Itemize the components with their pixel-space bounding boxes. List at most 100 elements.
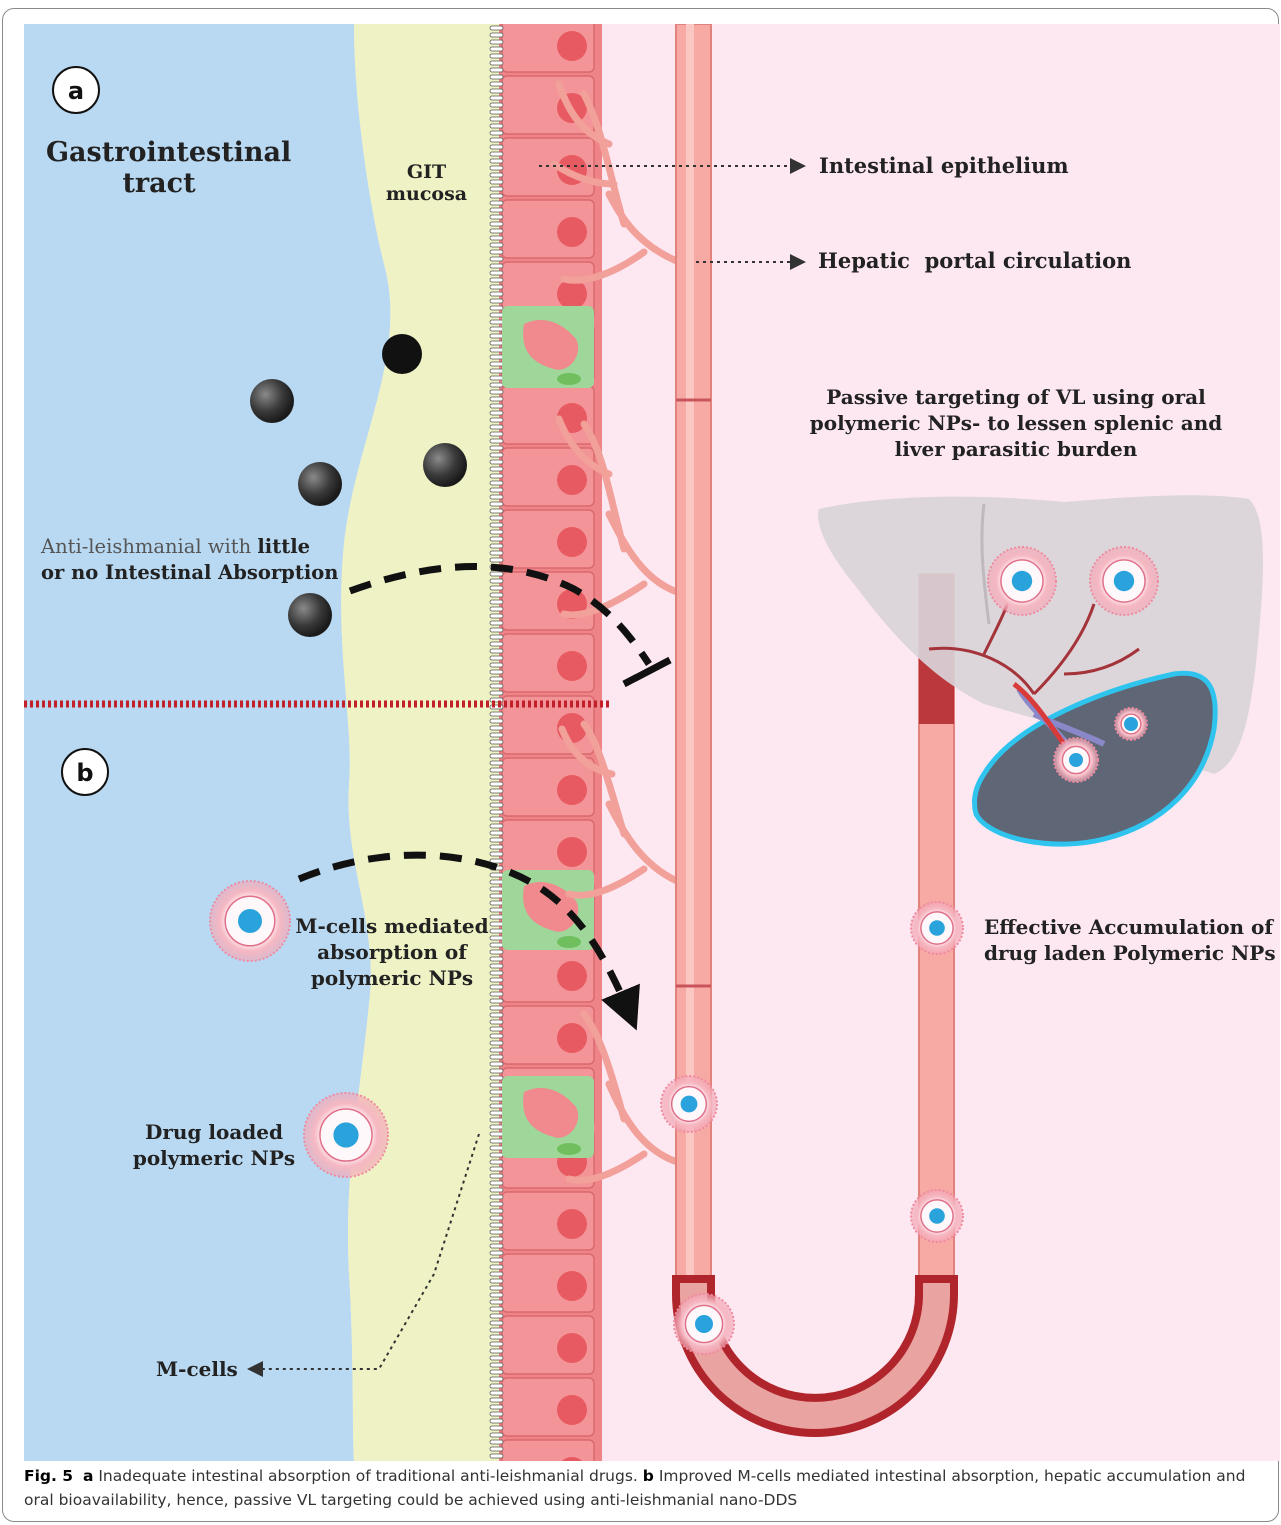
microvillus (490, 1363, 503, 1367)
microvillus (490, 1118, 503, 1122)
microvillus (490, 320, 503, 324)
microvillus (490, 117, 503, 121)
drug-particle-icon (382, 334, 422, 374)
microvillus (490, 1307, 503, 1311)
drug-particle-icon (250, 379, 294, 423)
microvillus (490, 68, 503, 72)
microvillus (490, 1412, 503, 1416)
microvillus (490, 761, 503, 765)
microvillus (490, 145, 503, 149)
microvillus (490, 502, 503, 506)
microvillus (490, 789, 503, 793)
microvillus (490, 1202, 503, 1206)
microvillus (490, 999, 503, 1003)
microvillus (490, 341, 503, 345)
microvillus (490, 572, 503, 576)
microvillus (490, 1454, 503, 1458)
microvillus (490, 705, 503, 709)
caption-fig-label: Fig. 5 (24, 1467, 73, 1485)
microvillus (490, 1391, 503, 1395)
microvillus (490, 124, 503, 128)
microvillus (490, 684, 503, 688)
microvillus (490, 1167, 503, 1171)
cell-nucleus (557, 31, 587, 61)
microvillus (490, 733, 503, 737)
microvillus (490, 110, 503, 114)
nanoparticle-icon (911, 1190, 963, 1242)
microvillus (490, 96, 503, 100)
microvillus (490, 677, 503, 681)
microvillus (490, 656, 503, 660)
microvillus (490, 369, 503, 373)
microvillus (490, 61, 503, 65)
microvillus (490, 1090, 503, 1094)
passive-targeting-label: Passive targeting of VL using oral polym… (806, 384, 1226, 462)
microvillus (490, 285, 503, 289)
microvillus (490, 628, 503, 632)
microvillus (490, 1097, 503, 1101)
microvillus (490, 166, 503, 170)
microvillus (490, 481, 503, 485)
microvillus (490, 649, 503, 653)
microvillus (490, 1132, 503, 1136)
microvillus (490, 880, 503, 884)
cell-nucleus (557, 837, 587, 867)
drug-particle-icon (298, 462, 342, 506)
microvillus (490, 1370, 503, 1374)
nanoparticle-icon (661, 1076, 717, 1132)
microvillus (490, 82, 503, 86)
intestinal-epithelium-label: Intestinal epithelium (819, 154, 1069, 178)
microvillus (490, 838, 503, 842)
microvillus (490, 1349, 503, 1353)
effective-accum-line1: Effective Accumulation of (984, 914, 1276, 940)
caption-a-text: Inadequate intestinal absorption of trad… (93, 1467, 642, 1485)
microvillus (490, 593, 503, 597)
microvillus (490, 740, 503, 744)
m-cell-absorption-line3: polymeric NPs (292, 965, 492, 991)
caption-a-label: a (83, 1467, 93, 1485)
microvillus (490, 1020, 503, 1024)
microvillus (490, 1055, 503, 1059)
microvillus (490, 1139, 503, 1143)
effective-accumulation-label: Effective Accumulation of drug laden Pol… (984, 914, 1276, 966)
microvillus (490, 1377, 503, 1381)
nanoparticle-icon (674, 1294, 734, 1354)
microvillus (490, 215, 503, 219)
microvillus (490, 1195, 503, 1199)
microvillus (490, 1237, 503, 1241)
git-mucosa-line2: mucosa (374, 184, 479, 206)
microvillus (490, 439, 503, 443)
cell-nucleus (557, 1023, 587, 1053)
microvillus (490, 376, 503, 380)
cell-nucleus (557, 1395, 587, 1425)
microvillus (490, 1223, 503, 1227)
microvillus (490, 887, 503, 891)
anti-leish-bold-2: or no Intestinal Absorption (41, 561, 338, 584)
microvillus (490, 173, 503, 177)
microvillus (490, 54, 503, 58)
figure-caption: Fig. 5 a Inadequate intestinal absorptio… (24, 1464, 1264, 1512)
intestinal-lumen (24, 24, 390, 1461)
microvillus (490, 1258, 503, 1262)
microvillus (490, 75, 503, 79)
microvillus (490, 1321, 503, 1325)
microvillus (490, 278, 503, 282)
microvillus (490, 698, 503, 702)
microvillus (490, 1419, 503, 1423)
microvillus (490, 586, 503, 590)
microvillus (490, 159, 503, 163)
microvillus (490, 257, 503, 261)
microvillus (490, 467, 503, 471)
m-cell-absorption-line2: absorption of (292, 939, 492, 965)
microvillus (490, 1433, 503, 1437)
microvillus (490, 1272, 503, 1276)
microvillus (490, 670, 503, 674)
microvillus (490, 1440, 503, 1444)
microvillus (490, 1398, 503, 1402)
anti-leishmanial-label: Anti-leishmanial with little or no Intes… (41, 534, 338, 586)
microvillus (490, 1153, 503, 1157)
microvillus (490, 558, 503, 562)
microvillus (490, 635, 503, 639)
git-mucosa-label: GIT mucosa (374, 162, 479, 206)
microvillus (490, 229, 503, 233)
